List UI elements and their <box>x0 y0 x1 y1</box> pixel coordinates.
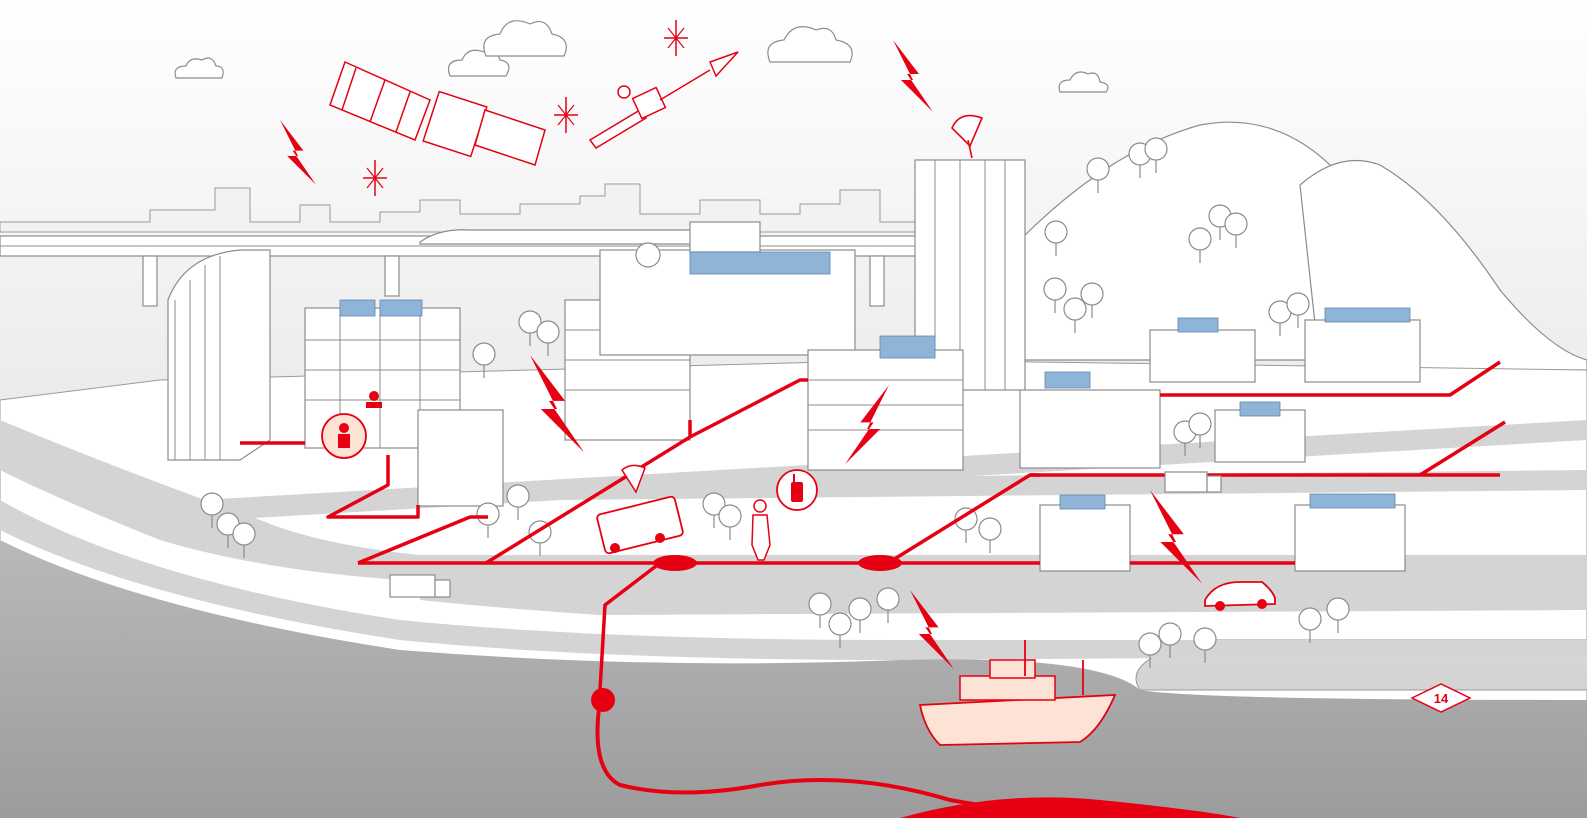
network-junction <box>858 555 902 571</box>
house-icon <box>1295 494 1405 571</box>
solar-panel-icon <box>1060 495 1105 509</box>
solar-panel-icon <box>380 300 422 316</box>
network-junction <box>653 555 697 571</box>
solar-panel-icon <box>340 300 375 316</box>
solar-panel-icon <box>690 252 830 274</box>
solar-panel-icon <box>1045 372 1090 388</box>
solar-panel-icon <box>1240 402 1280 416</box>
solar-panel-icon <box>1325 308 1410 322</box>
office-building-icon <box>808 336 963 470</box>
house-icon <box>1215 402 1305 462</box>
page-number-label: 14 <box>1434 691 1449 706</box>
house-icon <box>1040 495 1130 571</box>
small-building-icon <box>418 410 503 506</box>
handheld-radio-icon <box>777 470 817 510</box>
solar-panel-icon <box>880 336 935 358</box>
recycle-icon <box>636 243 660 267</box>
high-rise-building-icon <box>168 250 270 460</box>
office-worker-icon <box>322 414 366 458</box>
solar-panel-icon <box>1178 318 1218 332</box>
solar-panel-icon <box>1310 494 1395 508</box>
